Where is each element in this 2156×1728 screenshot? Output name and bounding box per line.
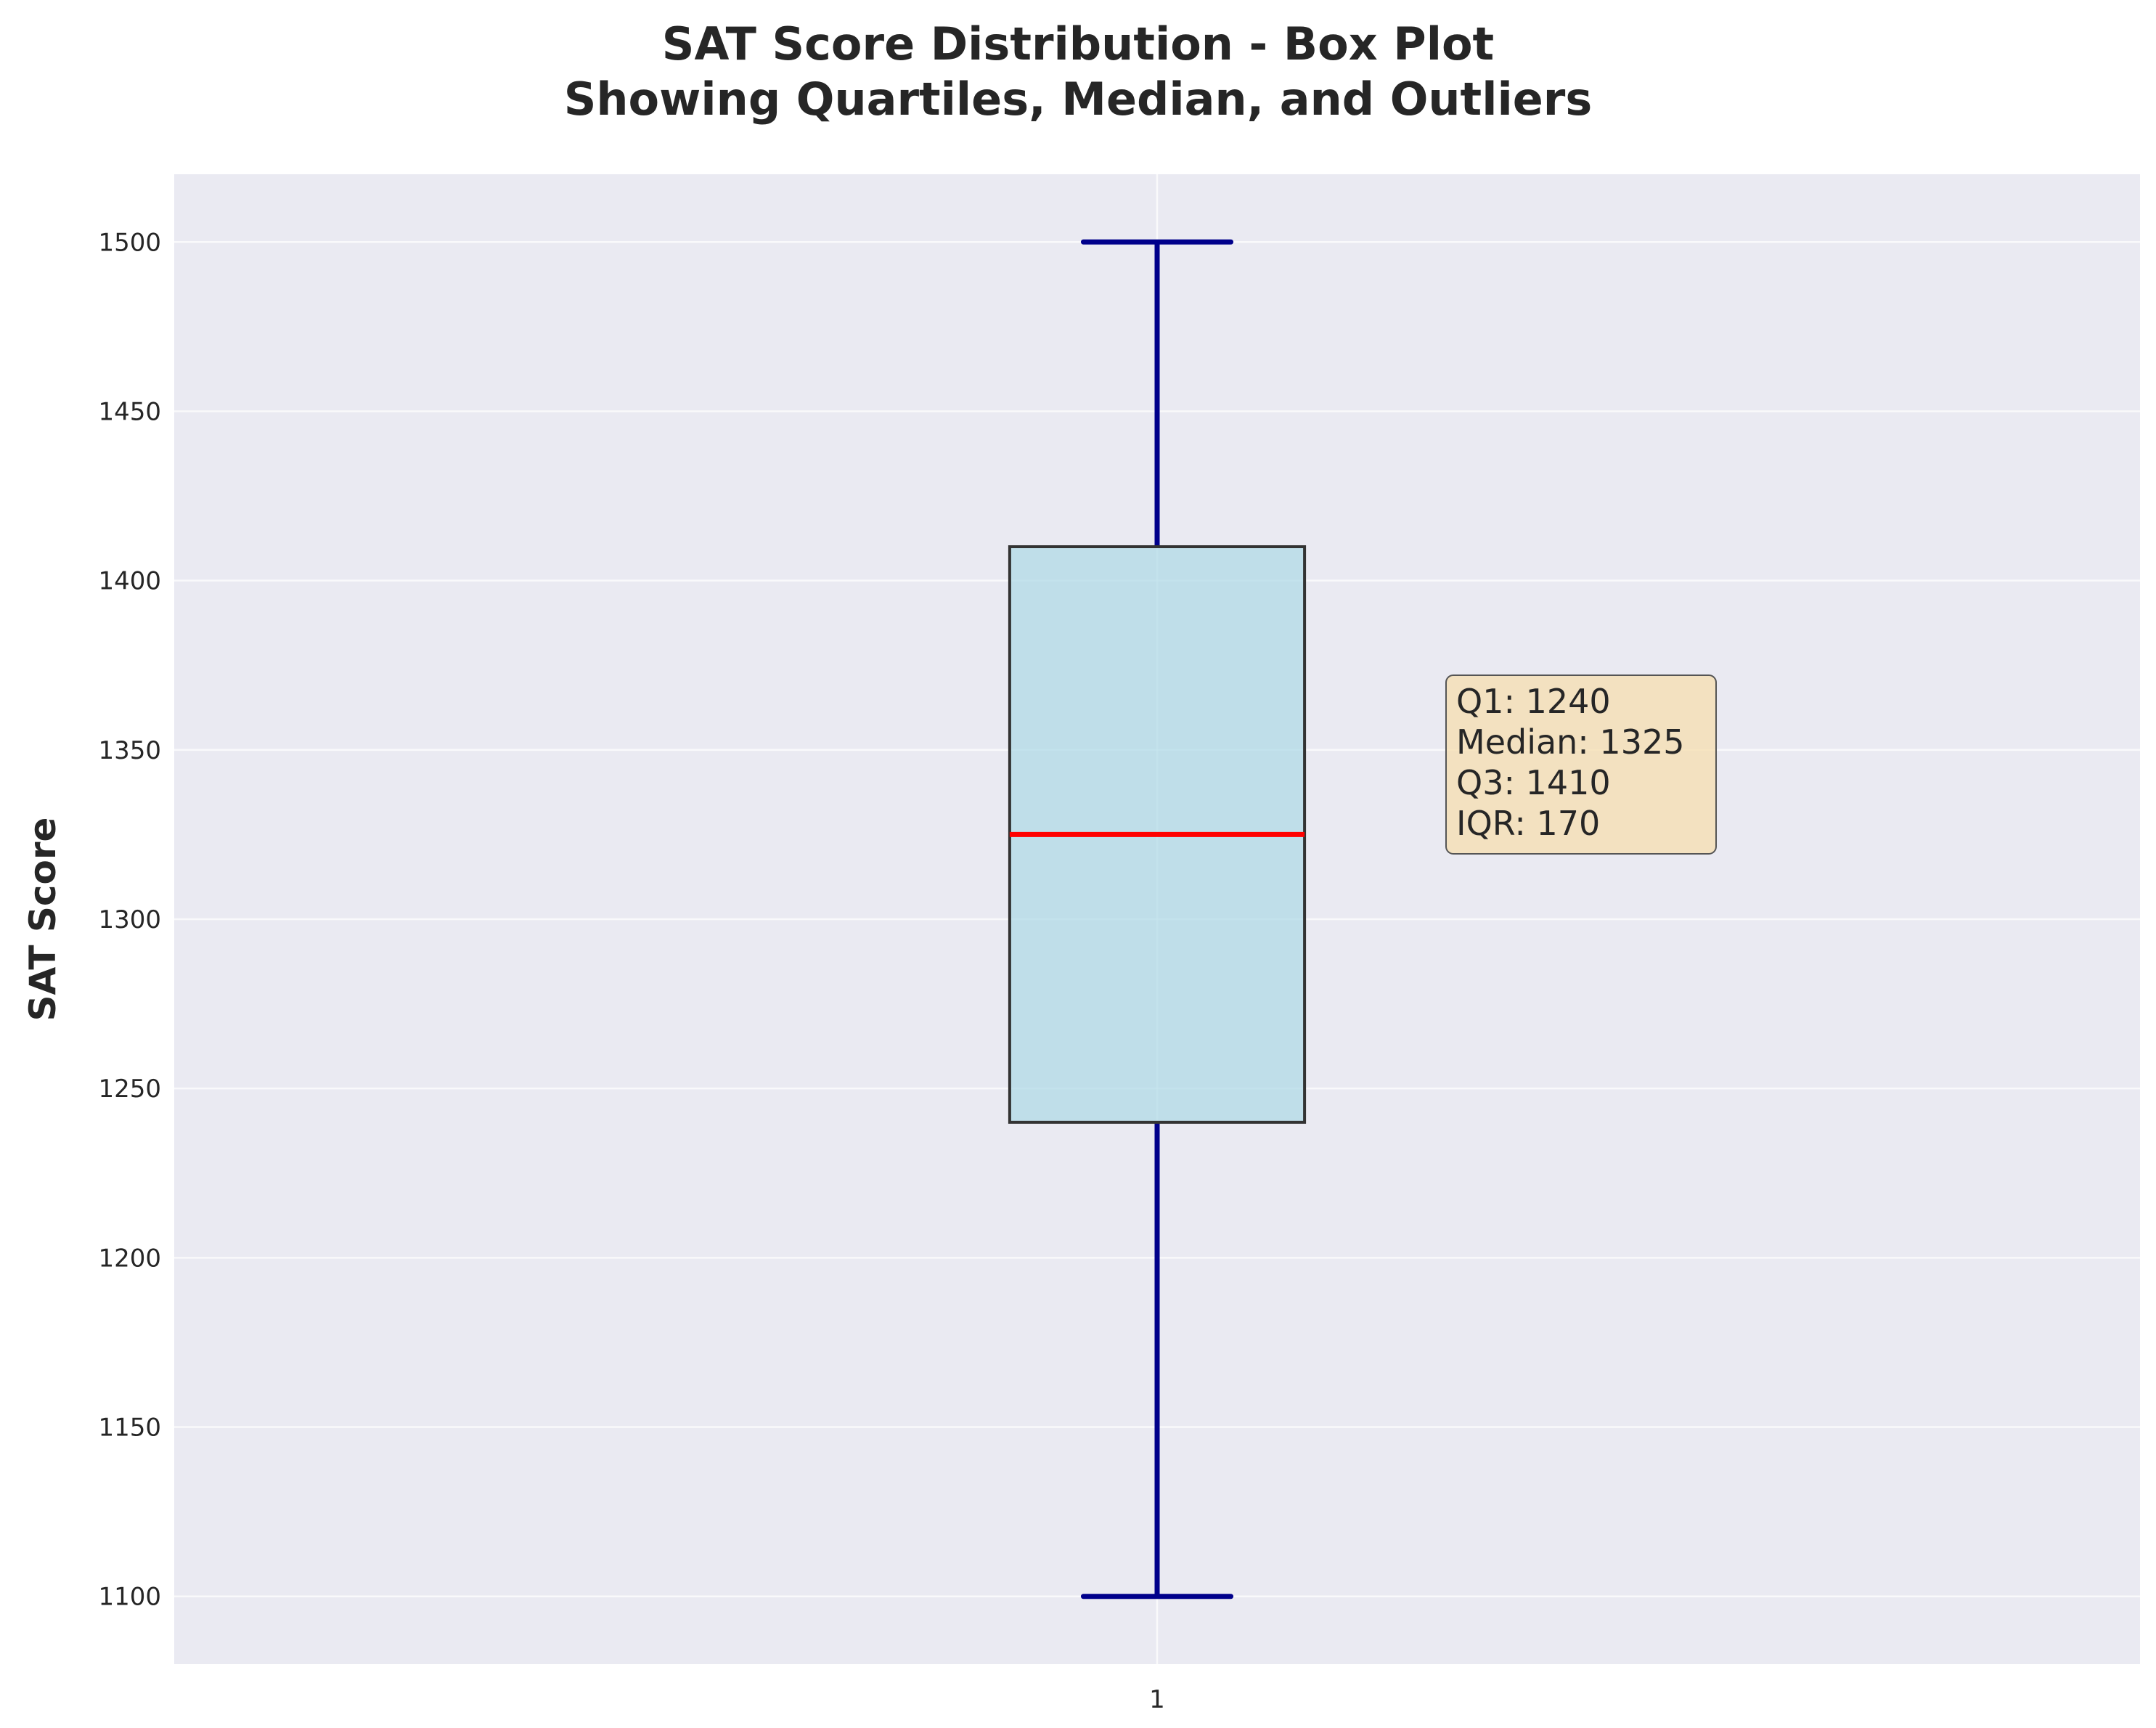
stats-annotation-box [1445,675,1717,855]
y-tick-label: 1450 [98,397,161,426]
chart-title-line-2: Showing Quartiles, Median, and Outliers [564,73,1592,126]
chart-title-line-1: SAT Score Distribution - Box Plot [662,17,1494,70]
stats-iqr: IQR: 170 [1456,804,1600,843]
y-tick-label: 1500 [98,228,161,257]
y-tick-label: 1150 [98,1414,161,1443]
stats-q1: Q1: 1240 [1456,682,1611,721]
y-tick-label: 1250 [98,1075,161,1104]
y-tick-label: 1100 [98,1583,161,1612]
stats-annotation: Q1: 1240 Median: 1325 Q3: 1410 IQR: 170 [1445,675,1717,855]
x-tick-labels: 1 [1149,1685,1165,1714]
box-1 [1008,239,1307,1599]
y-tick-label: 1350 [98,736,161,765]
y-tick-label: 1400 [98,567,161,596]
box-plot-layer [1008,239,1307,1599]
y-tick-labels: 1100 1150 1200 1250 1300 1350 1400 1450 1500 [98,228,161,1611]
stats-median: Median: 1325 [1456,722,1685,762]
y-tick-label: 1300 [98,905,161,934]
stats-q3: Q3: 1410 [1456,763,1611,802]
x-tick-label: 1 [1149,1685,1165,1714]
y-axis-label: SAT Score [22,818,64,1022]
y-tick-label: 1200 [98,1244,161,1273]
